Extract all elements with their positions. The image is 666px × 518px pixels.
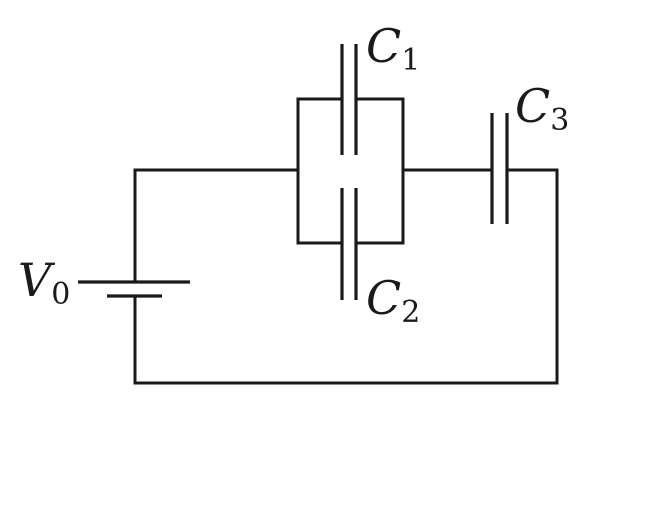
capacitor-c3: C3 bbox=[490, 79, 569, 224]
capacitor-c2: C2 bbox=[340, 188, 420, 330]
v0-subscript: 0 bbox=[51, 277, 70, 312]
c3-label: C3 bbox=[515, 79, 569, 138]
wire-left-top bbox=[133, 168, 300, 284]
c2-label: C2 bbox=[366, 271, 420, 330]
outer-wiring bbox=[133, 168, 559, 385]
battery-v0: V0 bbox=[18, 253, 190, 312]
c2-symbol: C bbox=[366, 271, 401, 325]
c2-subscript: 2 bbox=[401, 295, 420, 330]
parallel-block bbox=[296, 97, 405, 245]
c1-subscript: 1 bbox=[401, 43, 420, 78]
v0-symbol: V bbox=[18, 253, 56, 307]
c3-symbol: C bbox=[515, 79, 550, 133]
capacitor-c1: C1 bbox=[340, 19, 420, 155]
v0-label: V0 bbox=[18, 253, 70, 312]
c1-label: C1 bbox=[366, 19, 420, 78]
c3-subscript: 3 bbox=[550, 103, 569, 138]
wire-left-bottom bbox=[133, 168, 559, 385]
c1-symbol: C bbox=[366, 19, 401, 73]
